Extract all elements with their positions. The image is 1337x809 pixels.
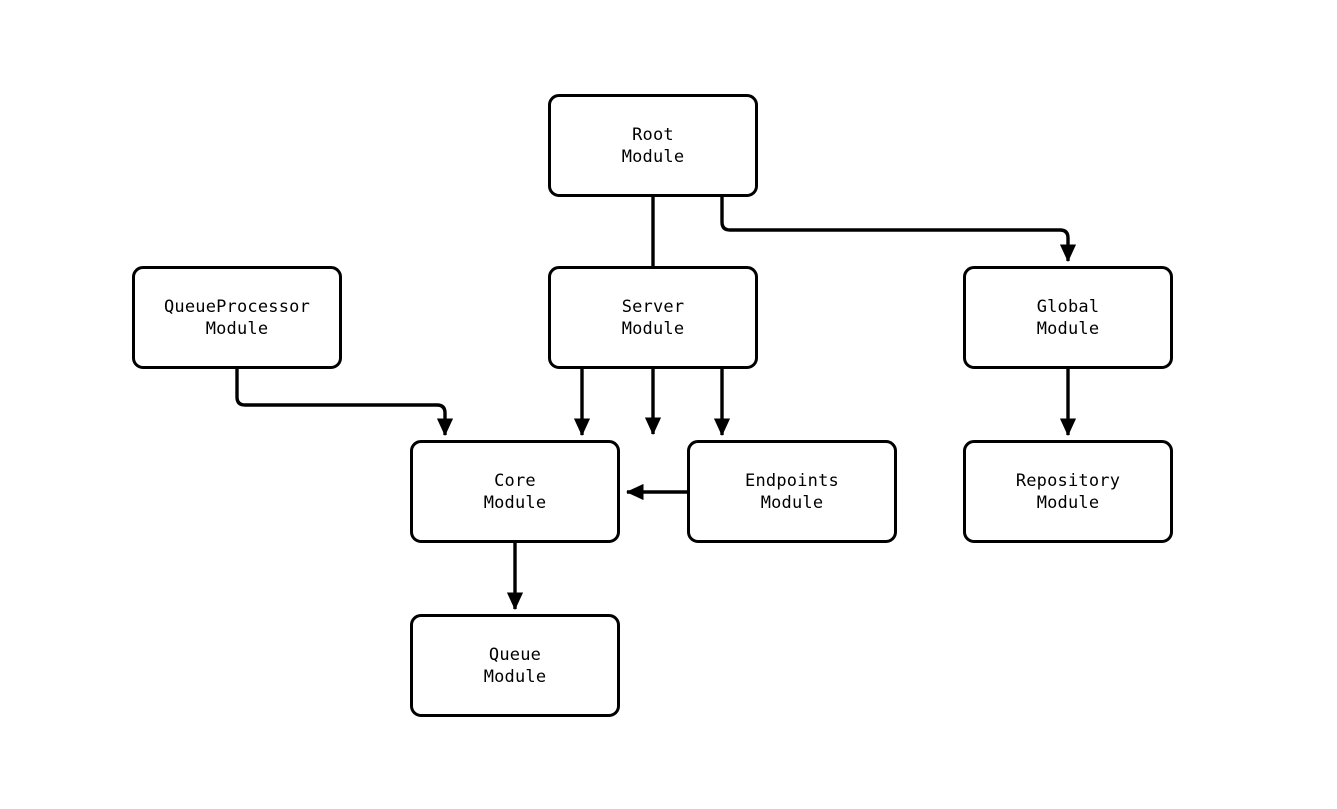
edge-root-to-global bbox=[720, 197, 1077, 263]
node-endpoints-module[interactable]: Endpoints Module bbox=[687, 440, 897, 543]
node-root-module-label: Root Module bbox=[621, 124, 685, 167]
node-global-module-label: Global Module bbox=[1036, 296, 1100, 339]
node-queueprocessor-module-label: QueueProcessor Module bbox=[163, 296, 311, 339]
node-core-module-label: Core Module bbox=[483, 470, 547, 513]
node-queue-module-label: Queue Module bbox=[483, 644, 547, 687]
node-endpoints-module-label: Endpoints Module bbox=[745, 470, 839, 513]
node-core-module[interactable]: Core Module bbox=[410, 440, 620, 543]
edge-queueprocessor-to-core bbox=[235, 369, 454, 437]
node-server-module-label: Server Module bbox=[621, 296, 685, 339]
node-repository-module-label: Repository Module bbox=[1015, 470, 1121, 513]
node-queueprocessor-module[interactable]: QueueProcessor Module bbox=[132, 266, 342, 369]
node-root-module[interactable]: Root Module bbox=[548, 94, 758, 197]
node-repository-module[interactable]: Repository Module bbox=[963, 440, 1173, 543]
node-server-module[interactable]: Server Module bbox=[548, 266, 758, 369]
node-queue-module[interactable]: Queue Module bbox=[410, 614, 620, 717]
node-global-module[interactable]: Global Module bbox=[963, 266, 1173, 369]
